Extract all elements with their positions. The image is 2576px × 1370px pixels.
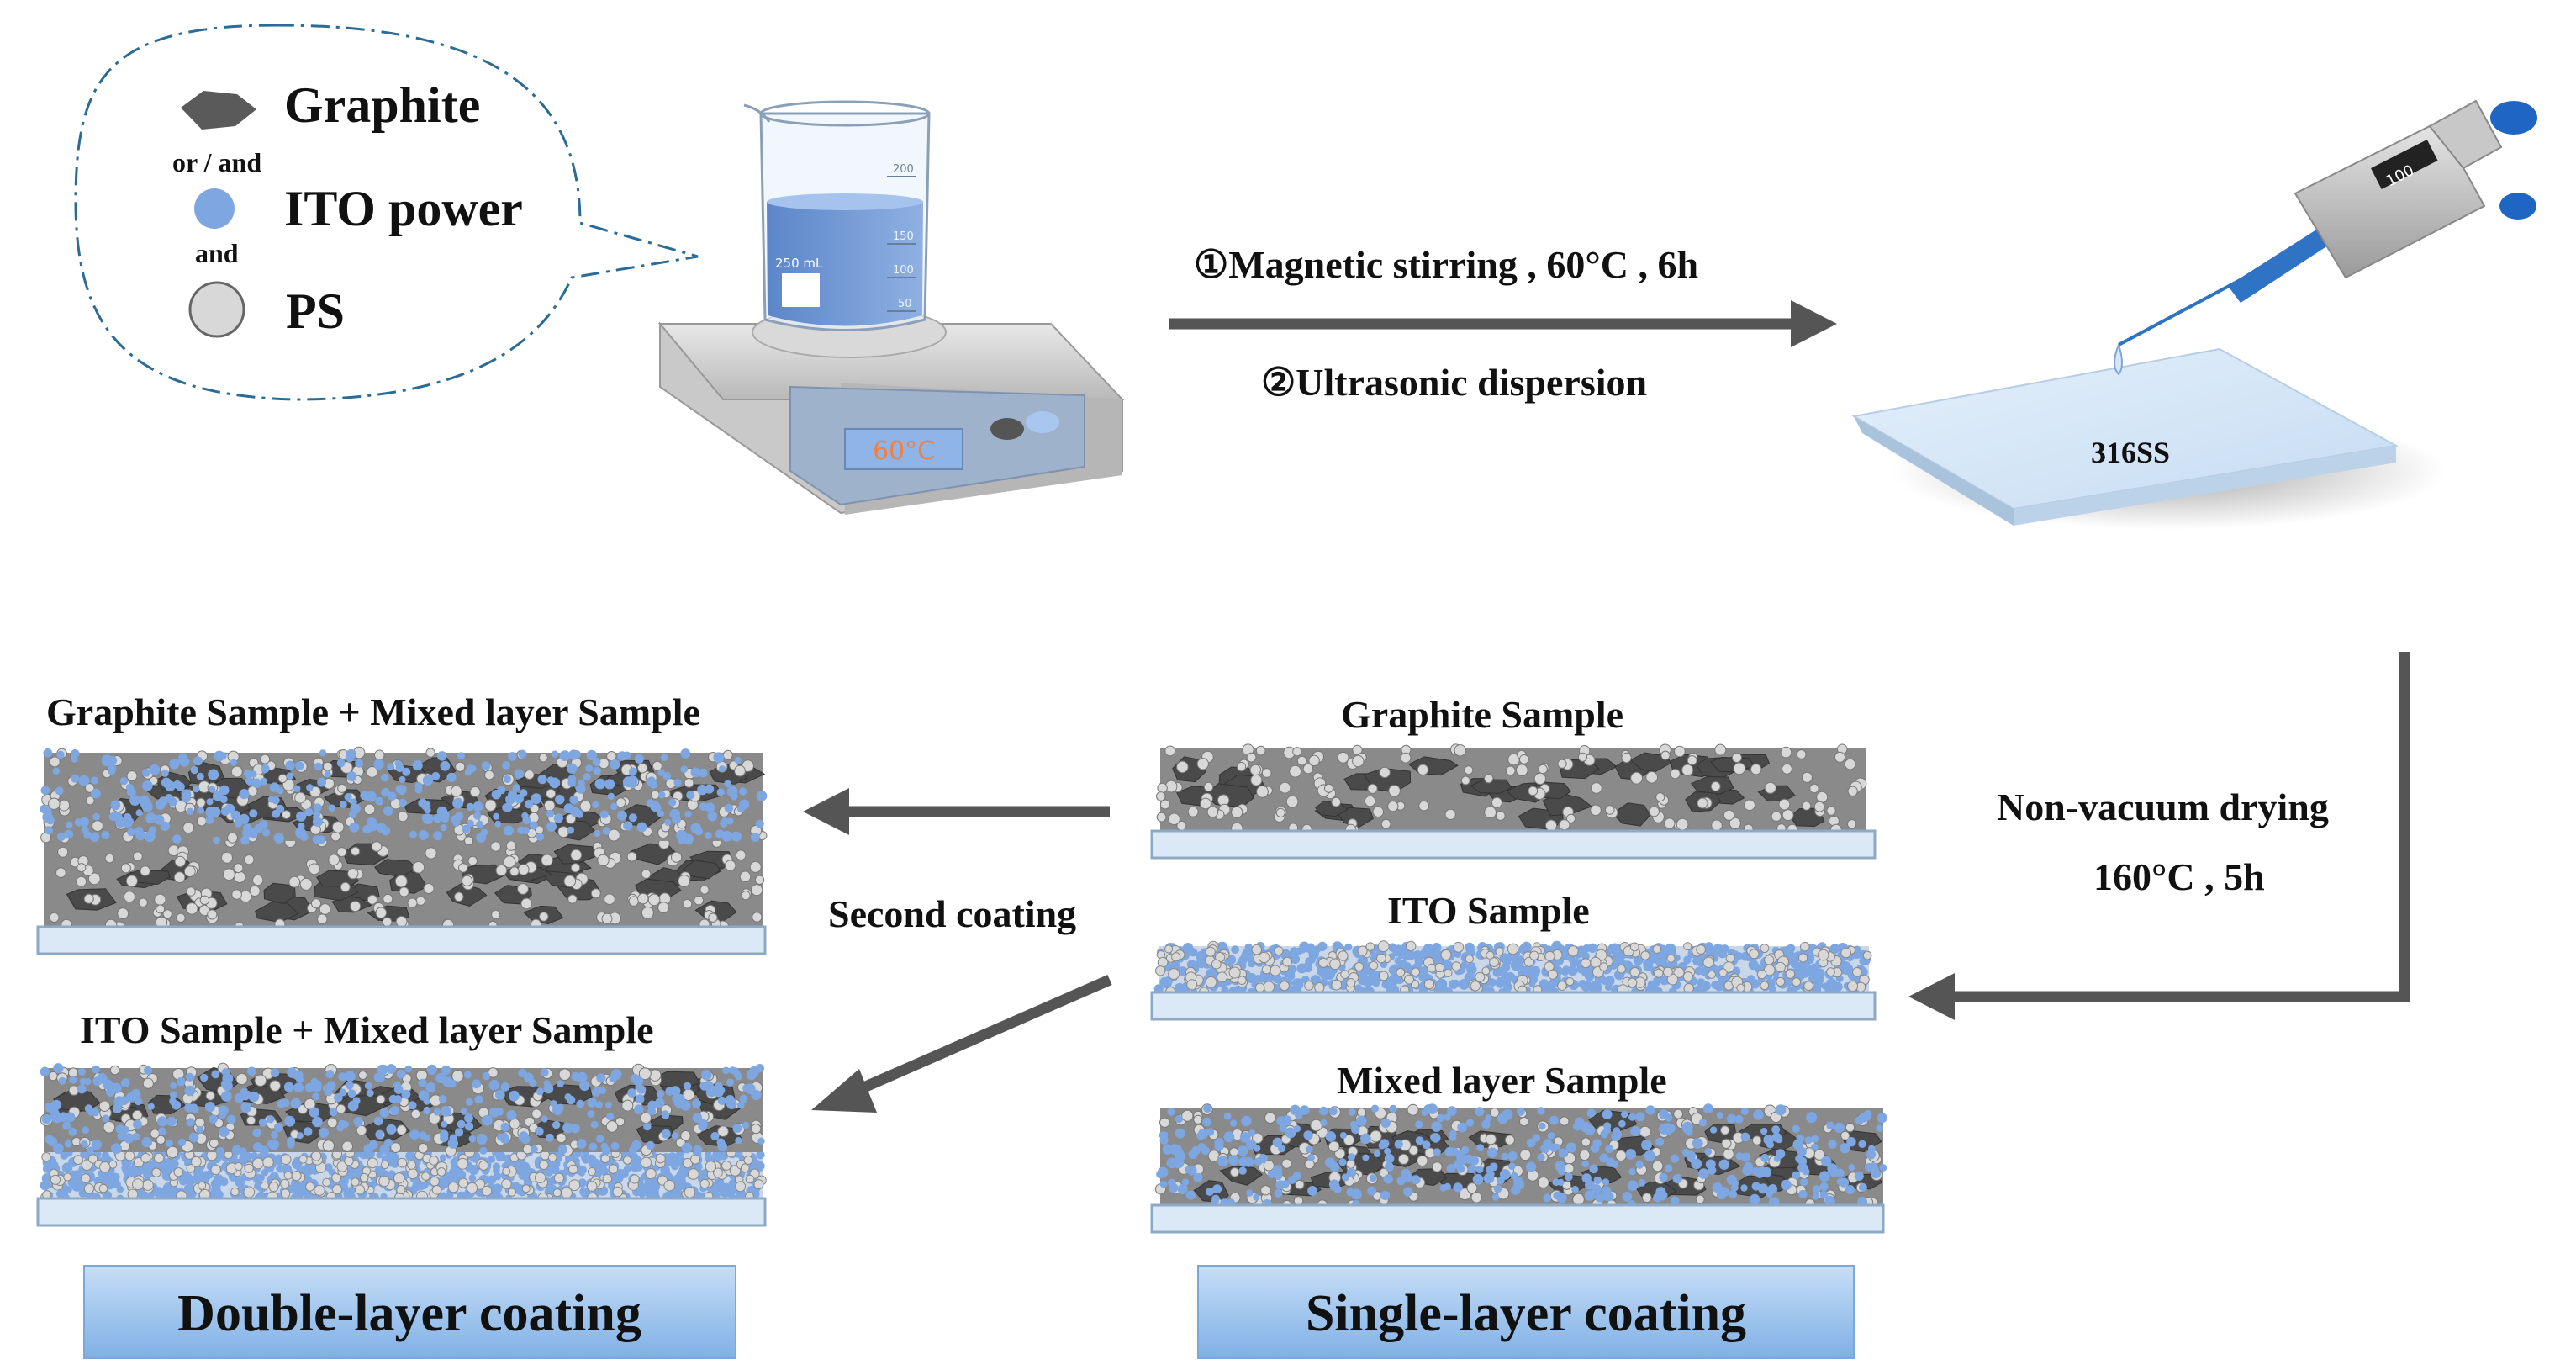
- pipette-icon: 100: [2114, 99, 2537, 376]
- mixing-arrow: [1169, 300, 1837, 347]
- double-layer-caption: Double-layer coating: [83, 1265, 736, 1359]
- beaker-tick: 100: [893, 264, 914, 277]
- legend-ito-label: ITO power: [284, 181, 523, 236]
- ito-mixed-sample-substrate: [36, 1197, 767, 1227]
- substrate-plate: 316SS: [1851, 347, 2447, 530]
- beaker-tick: 150: [893, 230, 914, 243]
- second-coating-label: Second coating: [828, 892, 1076, 935]
- ito-mixed-sample-label: ITO Sample + Mixed layer Sample: [80, 1008, 654, 1051]
- graphite-sample-label: Graphite Sample: [1341, 693, 1623, 736]
- drying-label-1: Non-vacuum drying: [1997, 786, 2329, 828]
- second-coating-arrow-lower: [811, 975, 1112, 1113]
- ito-sample-substrate: [1150, 991, 1877, 1021]
- graphite-mixed-sample-substrate: [36, 925, 767, 955]
- ito-powder-icon: [194, 188, 235, 229]
- beaker-tick: 200: [893, 163, 914, 176]
- legend-graphite-label: Graphite: [284, 77, 480, 133]
- stirrer-display: 60°C: [873, 436, 935, 466]
- mixed-sample-layer: [1154, 1103, 1887, 1211]
- ps-particle-icon: [188, 281, 245, 338]
- magnetic-stirrer-icon: 60°C: [657, 306, 1125, 515]
- graphite-sample-substrate: [1150, 829, 1877, 860]
- legend-ps-label: PS: [286, 283, 345, 339]
- graphite-mixed-sample-label: Graphite Sample + Mixed layer Sample: [46, 690, 700, 733]
- graphite-sample-layer: [1156, 743, 1867, 836]
- step1-label: ①Magnetic stirring , 60°C , 6h: [1194, 243, 1698, 286]
- graphite-mixed-sample-layer: [40, 746, 768, 934]
- double-layer-caption-text: Double-layer coating: [177, 1285, 641, 1342]
- ito-sample-label: ITO Sample: [1387, 889, 1590, 932]
- stirrer-knob-icon: [1026, 411, 1059, 433]
- beaker-tick: 50: [898, 298, 912, 310]
- stirrer-knob-icon: [990, 418, 1024, 440]
- drying-label-2: 160°C , 5h: [2093, 855, 2265, 898]
- ito-sample-layer: [1153, 940, 1872, 997]
- single-layer-caption-text: Single-layer coating: [1306, 1285, 1746, 1342]
- legend-and-label: and: [195, 238, 239, 268]
- mixed-sample-substrate: [1150, 1203, 1885, 1234]
- substrate-label: 316SS: [2091, 436, 2170, 469]
- step2-label: ②Ultrasonic dispersion: [1261, 361, 1647, 404]
- beaker-volume: 250 mL: [775, 256, 823, 271]
- second-coating-arrow-upper: [803, 788, 1110, 835]
- graphite-icon: [181, 91, 256, 130]
- ito-mixed-sample-layer: [40, 1062, 767, 1204]
- mixed-sample-label: Mixed layer Sample: [1337, 1059, 1667, 1102]
- legend-or-and-label: or / and: [172, 147, 261, 177]
- single-layer-caption: Single-layer coating: [1197, 1265, 1855, 1359]
- legend-bubble: Graphite or / and ITO power and PS: [74, 24, 699, 401]
- drying-arrow: [1908, 652, 2410, 1020]
- beaker-icon: 200 150 100 50 250 mL: [743, 100, 931, 331]
